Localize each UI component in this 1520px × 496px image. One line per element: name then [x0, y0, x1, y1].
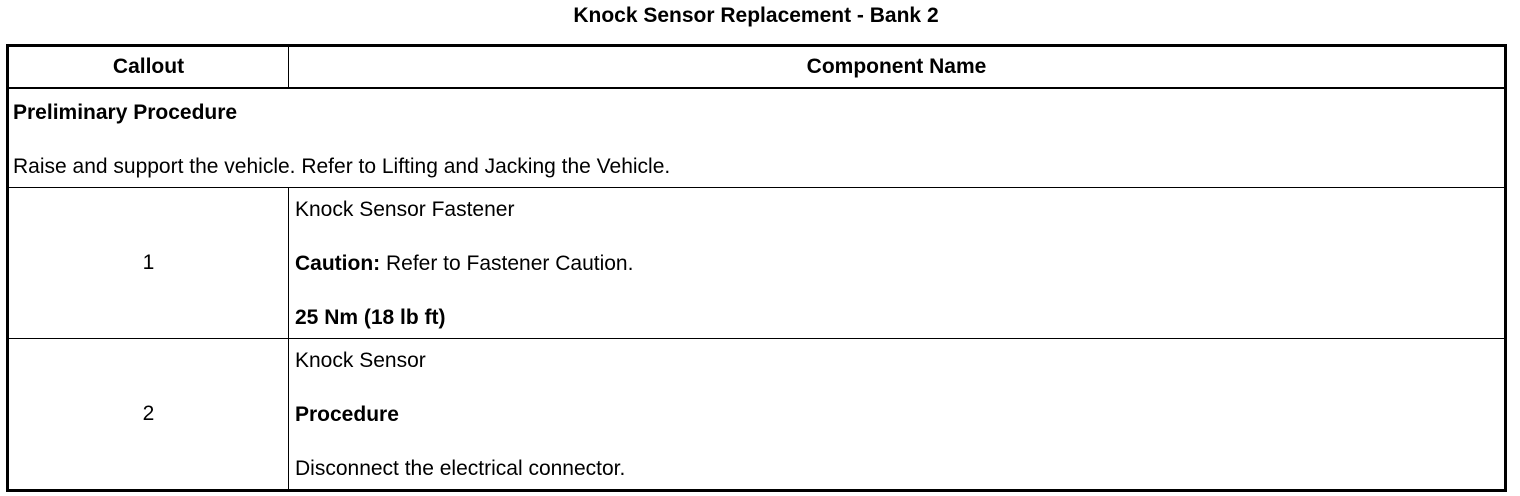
procedure-table: Callout Component Name Preliminary Proce… [6, 44, 1507, 492]
preliminary-procedure-row: Preliminary Procedure Raise and support … [7, 87, 1506, 188]
component-name-column-header: Component Name [288, 45, 1506, 89]
component-name: Knock Sensor Fastener [295, 198, 515, 221]
preliminary-procedure-heading: Preliminary Procedure [13, 101, 238, 124]
procedure-step: Disconnect the electrical connector. [295, 457, 626, 480]
component-name: Knock Sensor [295, 349, 426, 372]
component-name-cell: Knock Sensor Procedure Disconnect the el… [288, 338, 1506, 491]
callout-column-header: Callout [7, 45, 289, 89]
caution-note: Caution: Refer to Fastener Caution. [295, 250, 1498, 278]
table-header-row: Callout Component Name [7, 45, 1506, 89]
callout-number: 2 [7, 338, 289, 491]
component-name-cell: Knock Sensor Fastener Caution: Refer to … [288, 187, 1506, 339]
preliminary-procedure-text: Raise and support the vehicle. Refer to … [13, 155, 671, 178]
procedure-label: Procedure [295, 403, 399, 426]
document-title: Knock Sensor Replacement - Bank 2 [573, 4, 939, 27]
callout-number: 1 [7, 187, 289, 339]
caution-label: Caution: [295, 252, 381, 275]
table-row: 1 Knock Sensor Fastener Caution: Refer t… [7, 187, 1506, 339]
caution-text: Refer to Fastener Caution. [380, 252, 634, 275]
table-row: 2 Knock Sensor Procedure Disconnect the … [7, 338, 1506, 491]
preliminary-procedure-cell: Preliminary Procedure Raise and support … [7, 87, 1506, 188]
torque-spec: 25 Nm (18 lb ft) [295, 306, 446, 329]
